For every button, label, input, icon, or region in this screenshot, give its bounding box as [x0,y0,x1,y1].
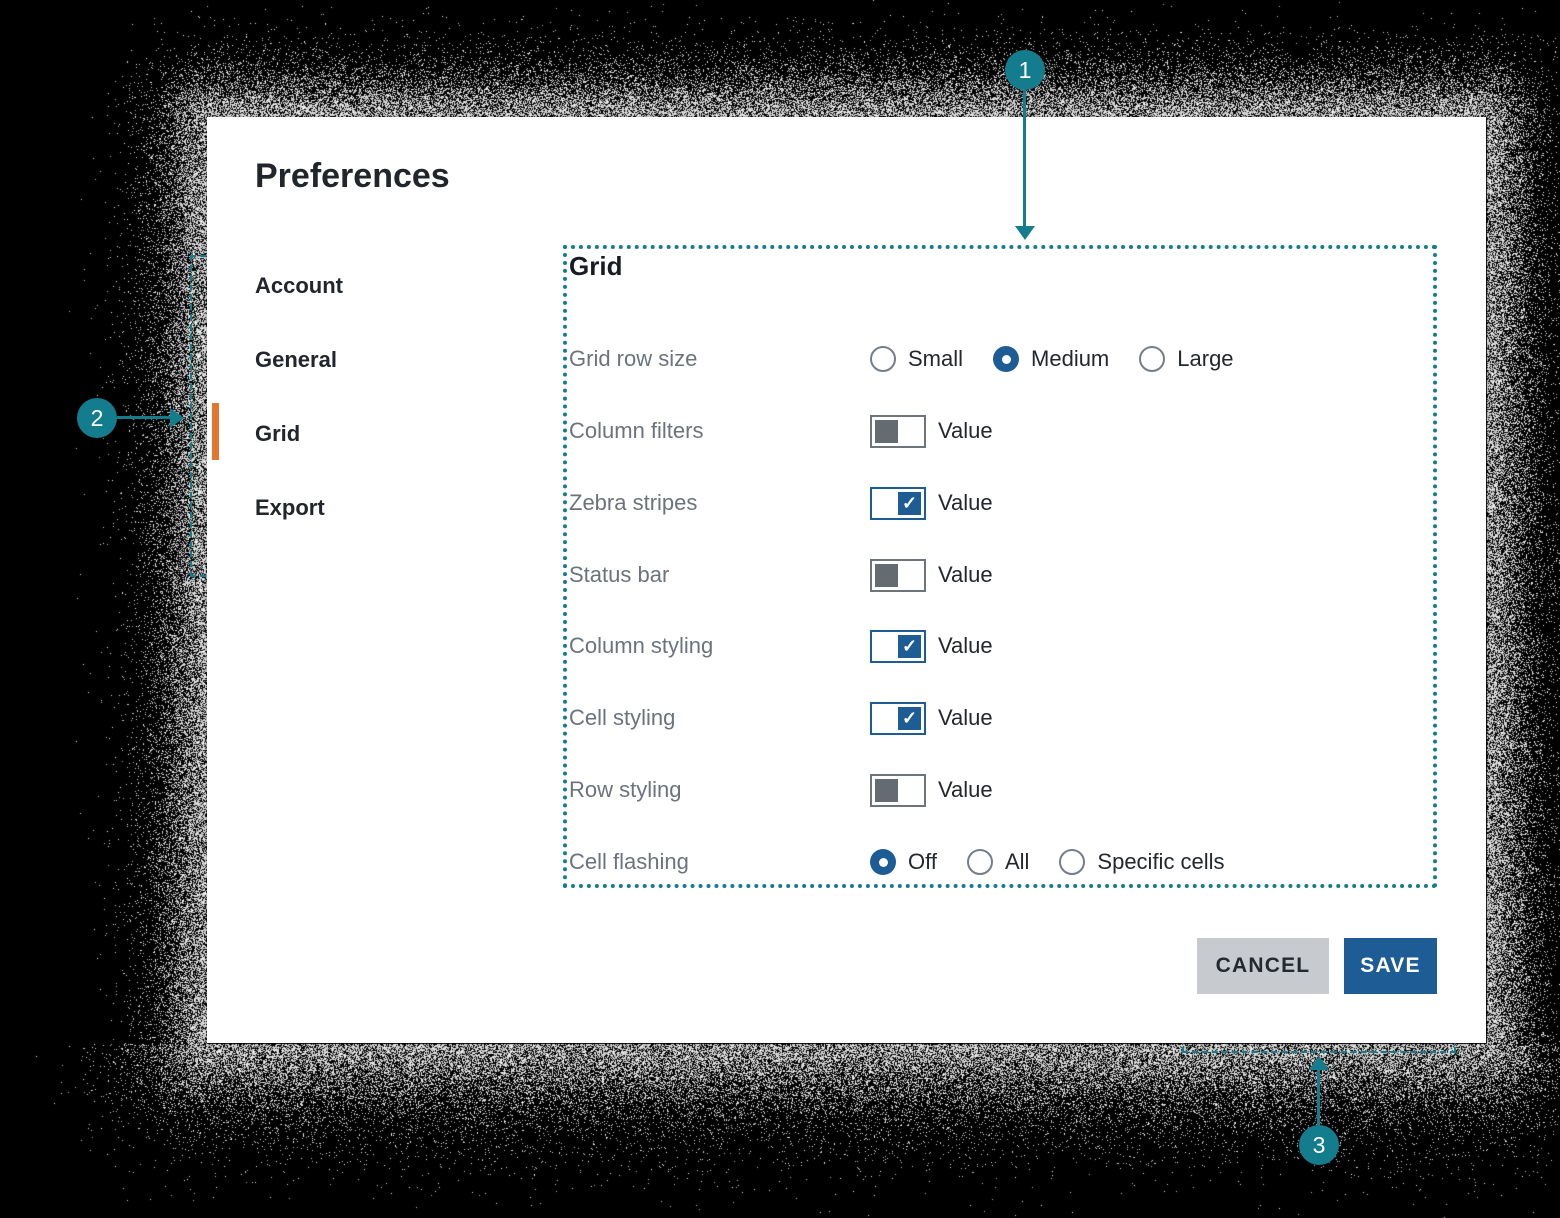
toggle-value-label: Value [938,633,993,659]
annotation-arrow-3-head-icon [1309,1056,1329,1070]
annotation-marker-3: 3 [1299,1125,1339,1165]
toggle-value-label: Value [938,490,993,516]
annotation-arrow-1-head-icon [1015,226,1035,240]
radio-unselected-icon[interactable] [1059,849,1085,875]
sidebar-item-general[interactable]: General [255,345,337,375]
toggle-knob [875,564,898,587]
radio-option[interactable]: Off [870,849,937,875]
settings-panel-outline: Grid Grid row sizeSmallMediumLargeColumn… [563,245,1437,888]
annotation-arrow-3-line [1317,1068,1320,1125]
toggle-knob-check-icon: ✓ [898,492,921,515]
radio-option[interactable]: Small [870,346,963,372]
toggle-switch[interactable] [870,559,926,592]
radio-dot-icon [1002,355,1011,364]
preferences-card: Preferences AccountGeneralGridExport Gri… [207,117,1486,1043]
setting-label: Grid row size [569,346,870,372]
annotation-marker-1: 1 [1005,50,1045,90]
setting-row: Grid row size Small Medium Large [569,341,1427,377]
active-tab-indicator [212,403,219,460]
page-title: Preferences [255,157,450,196]
setting-label: Cell styling [569,705,870,731]
radio-label: Small [908,346,963,372]
toggle-knob [875,779,898,802]
radio-unselected-icon[interactable] [967,849,993,875]
radio-label: All [1005,849,1029,875]
sidebar-item-account[interactable]: Account [255,271,343,301]
setting-label: Row styling [569,777,870,803]
toggle: ✓ Value [870,630,993,663]
save-button[interactable]: SAVE [1344,938,1437,994]
setting-label: Zebra stripes [569,490,870,516]
setting-label: Cell flashing [569,849,870,875]
toggle: Value [870,415,993,448]
radio-option[interactable]: All [967,849,1029,875]
annotation-arrow-1-line [1023,90,1026,228]
setting-label: Column filters [569,418,870,444]
sidebar: AccountGeneralGridExport [255,271,515,541]
radio-label: Large [1177,346,1233,372]
radio-label: Off [908,849,937,875]
settings-rows: Grid row size Small Medium LargeColumn filt… [567,249,1433,884]
toggle-value-label: Value [938,418,993,444]
toggle-switch[interactable] [870,774,926,807]
radio-unselected-icon[interactable] [1139,346,1165,372]
setting-row: Column filters Value [569,413,1427,449]
toggle-knob [875,420,898,443]
cancel-button[interactable]: CANCEL [1197,938,1329,994]
toggle-switch[interactable] [870,415,926,448]
sidebar-item-export[interactable]: Export [255,493,325,523]
sidebar-item-grid[interactable]: Grid [255,419,300,449]
toggle-knob-check-icon: ✓ [898,707,921,730]
toggle: Value [870,559,993,592]
toggle-switch[interactable]: ✓ [870,630,926,663]
radio-option[interactable]: Large [1139,346,1233,372]
setting-label: Status bar [569,562,870,588]
radio-option[interactable]: Specific cells [1059,849,1224,875]
radio-selected-icon[interactable] [870,849,896,875]
radio-selected-icon[interactable] [993,346,1019,372]
toggle-value-label: Value [938,562,993,588]
radio-label: Medium [1031,346,1109,372]
setting-row: Cell styling ✓ Value [569,700,1427,736]
radio-group: Off All Specific cells [870,849,1255,875]
toggle: Value [870,774,993,807]
annotation-marker-2: 2 [77,398,117,438]
toggle-switch[interactable]: ✓ [870,702,926,735]
toggle-value-label: Value [938,777,993,803]
toggle: ✓ Value [870,487,993,520]
toggle-switch[interactable]: ✓ [870,487,926,520]
radio-option[interactable]: Medium [993,346,1109,372]
radio-group: Small Medium Large [870,346,1264,372]
setting-row: Zebra stripes ✓ Value [569,485,1427,521]
setting-row: Status bar Value [569,557,1427,593]
radio-dot-icon [879,858,888,867]
annotation-arrow-2-head-icon [170,408,184,428]
setting-label: Column styling [569,633,870,659]
annotation-arrow-2-line [117,416,171,419]
toggle-value-label: Value [938,705,993,731]
toggle: ✓ Value [870,702,993,735]
setting-row: Row styling Value [569,772,1427,808]
radio-label: Specific cells [1097,849,1224,875]
toggle-knob-check-icon: ✓ [898,635,921,658]
radio-unselected-icon[interactable] [870,346,896,372]
setting-row: Cell flashing Off All Specific cells [569,844,1427,880]
setting-row: Column styling ✓ Value [569,628,1427,664]
